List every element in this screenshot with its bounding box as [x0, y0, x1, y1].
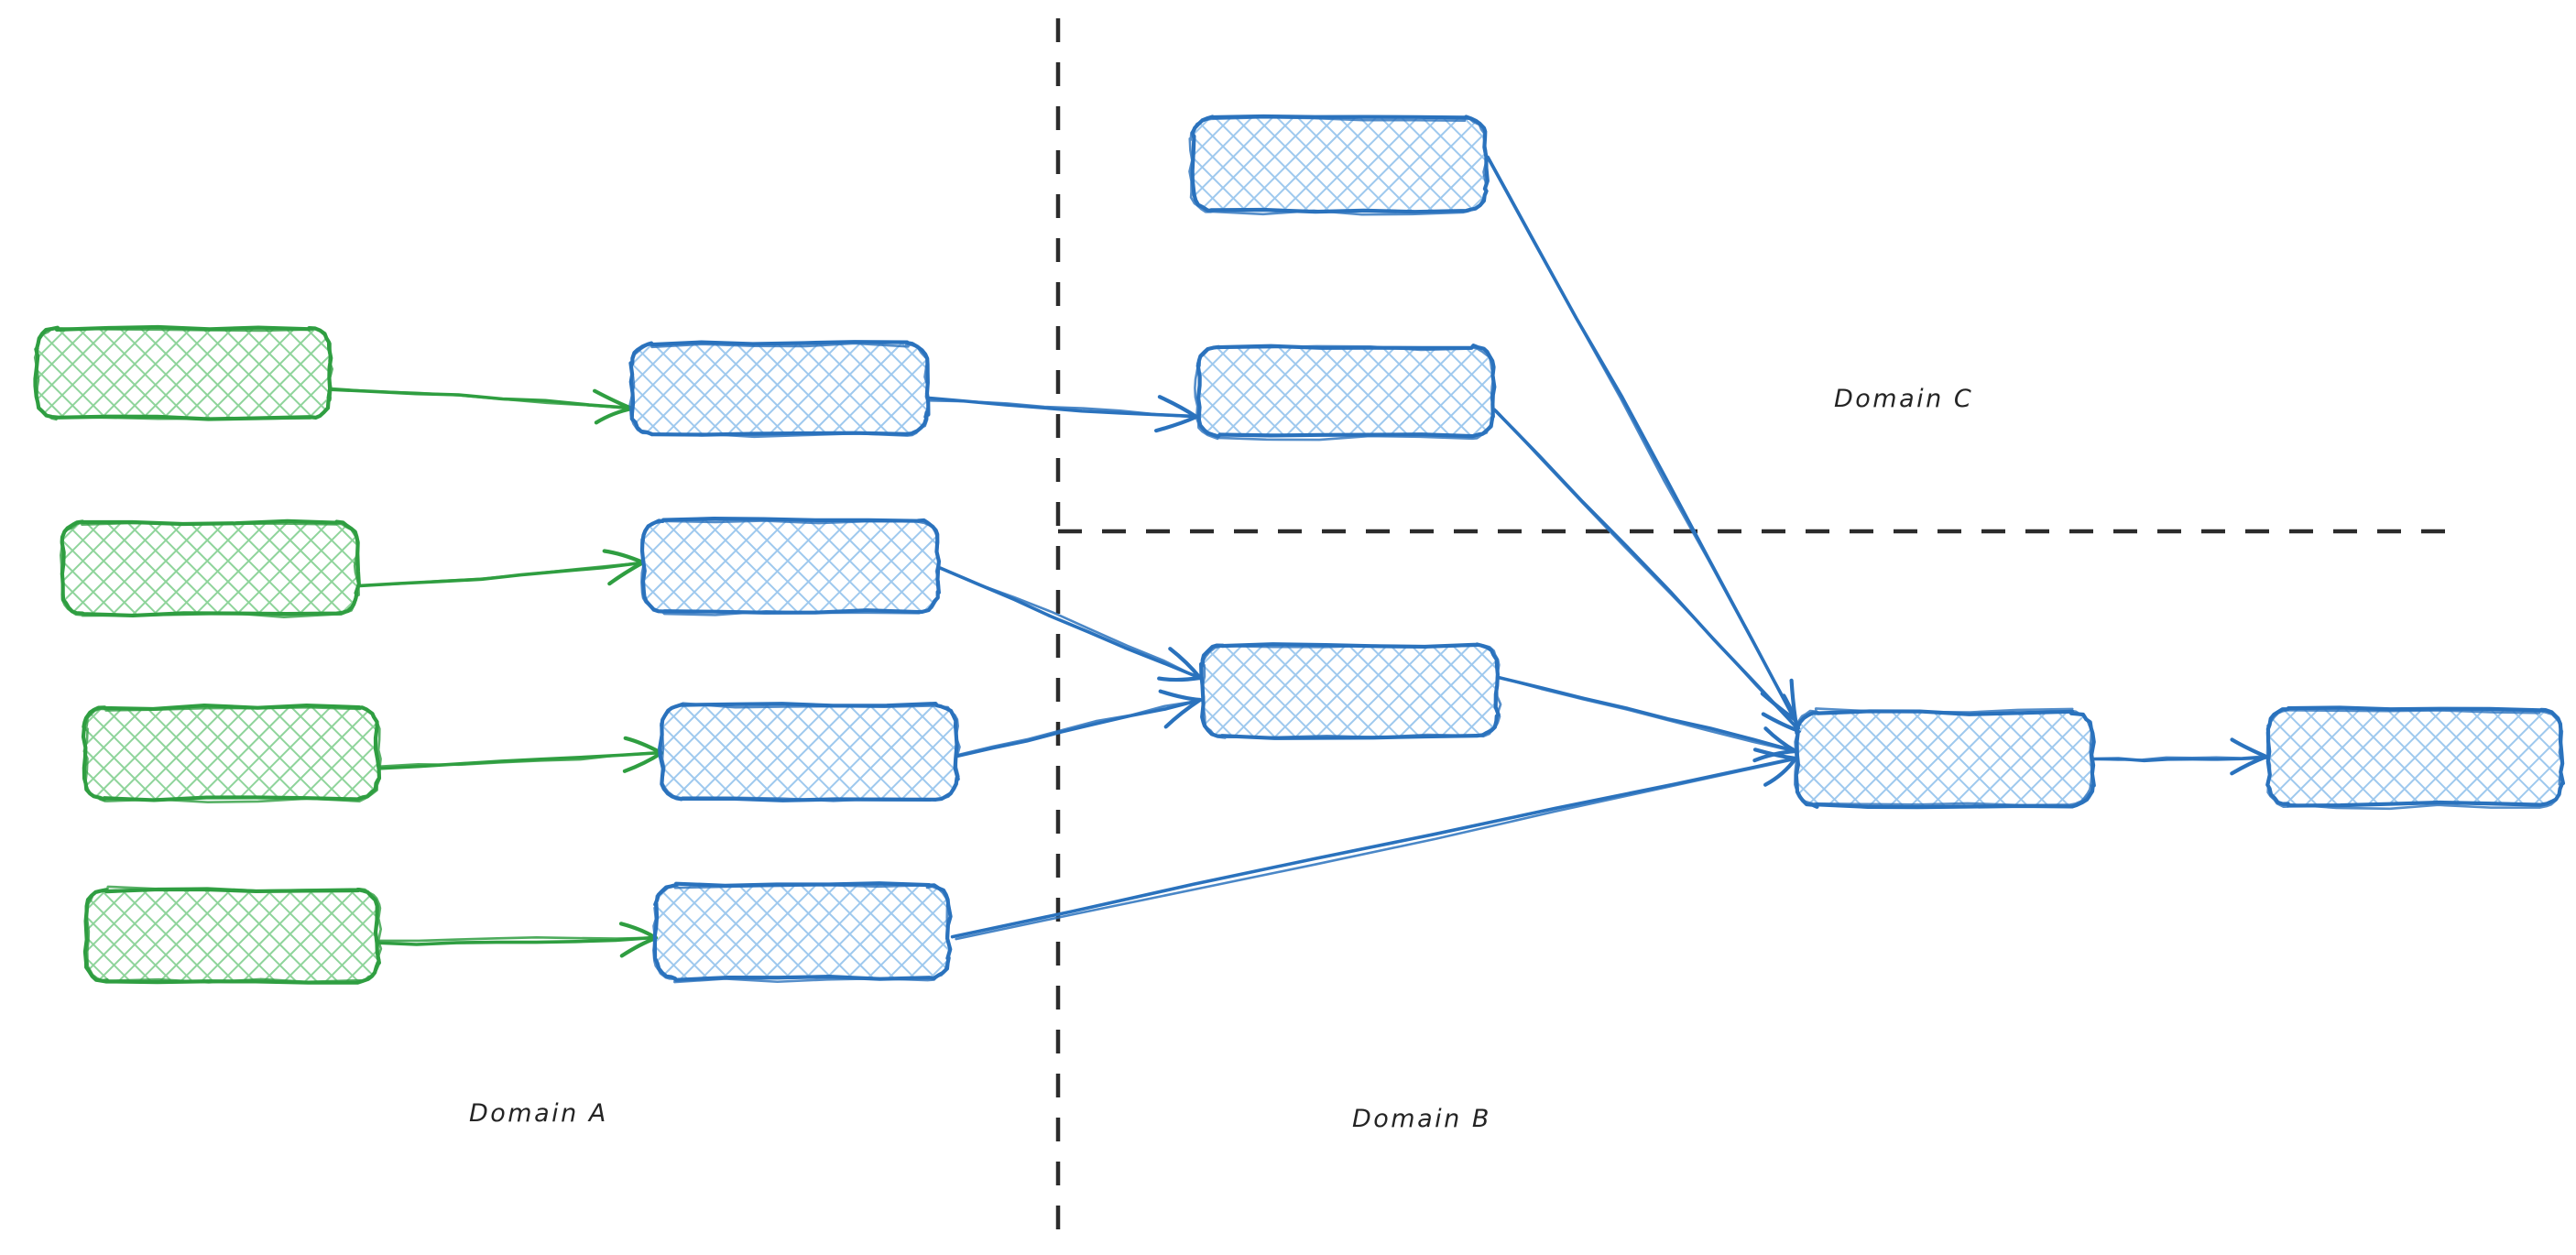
edge-stroke-secondary — [1487, 157, 1797, 722]
arrowhead-icon — [1163, 697, 1203, 729]
node-source-3[interactable] — [81, 703, 382, 803]
edge-hublow-aggregator — [1497, 675, 1798, 763]
edge-source3-stage3 — [377, 736, 664, 773]
node-outline-primary — [1190, 114, 1490, 214]
arrowhead-icon — [1763, 756, 1798, 787]
edge-stroke-secondary — [939, 567, 1202, 681]
node-fill — [62, 522, 357, 614]
edge-stroke-secondary — [1495, 409, 1801, 732]
node-fill — [632, 344, 927, 433]
node-outline-secondary — [2265, 708, 2564, 811]
node-aggregator[interactable] — [1794, 707, 2096, 810]
arrowhead-icon — [602, 549, 646, 565]
arrowhead-icon — [594, 406, 635, 425]
divider-layer — [1055, 18, 2448, 1239]
edge-stroke-secondary — [357, 561, 645, 587]
arrowhead-icon — [1168, 647, 1203, 681]
edge-stage2-hublow — [938, 566, 1203, 682]
edge-stroke-secondary — [330, 387, 634, 410]
arrowhead-icon — [1157, 675, 1203, 682]
node-layer — [33, 114, 2566, 985]
edge-source2-stage2 — [357, 549, 646, 588]
edge-stroke-secondary — [929, 399, 1198, 419]
edge-source4-stage4 — [377, 922, 659, 958]
edge-stage4-aggregator — [950, 748, 1798, 941]
node-hub-low[interactable] — [1199, 642, 1502, 740]
node-source-1[interactable] — [33, 324, 333, 421]
node-stage-3[interactable] — [658, 701, 961, 802]
node-stage-1[interactable] — [628, 340, 931, 439]
arrowhead-icon — [618, 922, 659, 941]
node-outline-secondary — [1188, 115, 1488, 216]
edge-stroke-secondary — [957, 699, 1203, 757]
edge-stroke-secondary — [955, 758, 1797, 941]
edge-source1-stage1 — [328, 387, 635, 425]
node-fill — [2268, 709, 2561, 804]
arrowhead-icon — [1158, 689, 1203, 703]
edge-hubmid-aggregator — [1492, 408, 1802, 734]
node-fill — [656, 885, 949, 978]
node-outline-secondary — [640, 519, 941, 617]
arrowhead-icon — [2230, 754, 2269, 776]
node-fill — [86, 890, 377, 982]
node-fill — [1797, 713, 2092, 806]
edge-stroke-secondary — [377, 936, 657, 943]
node-source-2[interactable] — [60, 518, 361, 618]
domain-label-domain-c: Domain C — [1834, 385, 1974, 413]
node-fill — [1202, 645, 1497, 737]
arrowhead-icon — [1154, 414, 1199, 433]
edge-stroke-secondary — [377, 750, 662, 769]
edge-hubtop-aggregator — [1486, 155, 1798, 723]
node-fill — [1193, 117, 1486, 211]
node-outline-secondary — [628, 342, 931, 439]
edge-stroke-primary — [956, 698, 1202, 758]
edge-stroke-primary — [377, 935, 658, 946]
edge-stroke-primary — [950, 756, 1798, 939]
domain-label-domain-a: Domain A — [469, 1099, 608, 1128]
arrowhead-icon — [607, 560, 646, 586]
arrowhead-icon — [2230, 737, 2269, 759]
edge-stroke-secondary — [1497, 676, 1796, 753]
node-outline-secondary — [1794, 707, 2093, 807]
node-sink[interactable] — [2265, 705, 2566, 811]
node-outline-secondary — [60, 521, 360, 618]
node-fill — [84, 707, 377, 799]
node-hub-mid[interactable] — [1194, 344, 1497, 442]
arrowhead-icon — [623, 736, 664, 756]
node-stage-2[interactable] — [639, 517, 942, 617]
node-fill — [643, 520, 938, 612]
node-outline-secondary — [33, 326, 333, 421]
node-fill — [1198, 346, 1493, 436]
edge-stage3-hublow — [956, 689, 1203, 758]
arrowhead-icon — [1157, 395, 1199, 420]
edge-aggregator-sink — [2090, 737, 2269, 776]
node-outline-secondary — [1201, 643, 1502, 739]
edge-layer — [328, 155, 2269, 958]
domain-label-domain-b: Domain B — [1352, 1105, 1491, 1133]
edge-stroke-secondary — [2090, 755, 2268, 761]
node-fill — [37, 328, 330, 418]
node-outline-secondary — [660, 702, 961, 802]
edge-stage1-hubmid — [926, 395, 1199, 433]
node-stage-4[interactable] — [652, 881, 953, 984]
node-outline-secondary — [1194, 344, 1495, 442]
node-hub-top[interactable] — [1188, 114, 1490, 216]
node-outline-secondary — [652, 883, 952, 984]
node-source-4[interactable] — [82, 885, 383, 985]
node-outline-secondary — [85, 885, 383, 984]
node-outline-secondary — [82, 705, 382, 803]
arrowhead-icon — [1763, 726, 1798, 754]
arrowhead-icon — [1752, 748, 1798, 761]
node-fill — [661, 705, 956, 799]
